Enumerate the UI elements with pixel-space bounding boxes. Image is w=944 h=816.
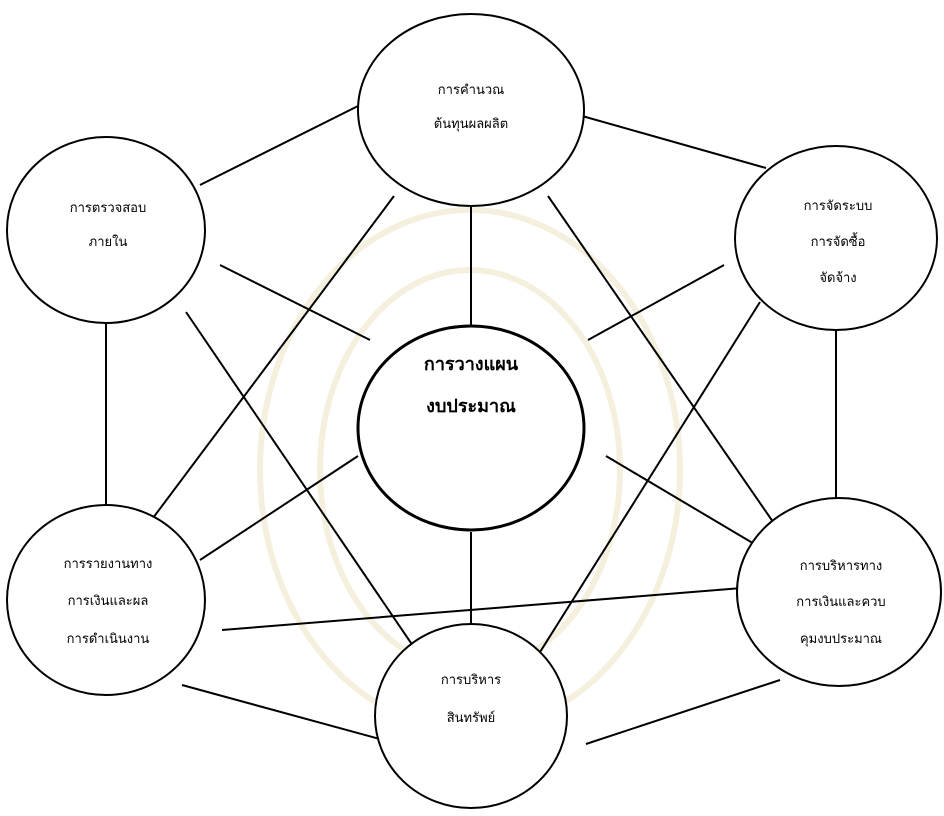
node-asset-management-line-2: สินทรัพย์: [447, 710, 496, 726]
node-budget-planning-line-1: การวางแผน: [424, 354, 519, 375]
node-internal-audit-line-1: การตรวจสอบ: [70, 201, 147, 216]
node-procurement-line-3: จัดจ้าง: [819, 271, 856, 286]
edge-cost-procurement: [568, 112, 766, 168]
node-internal-audit-circle: [7, 137, 205, 323]
node-asset-management: การบริหาร สินทรัพย์: [375, 624, 567, 808]
node-procurement-line-1: การจัดระบบ: [804, 199, 873, 214]
node-financial-reporting-line-2: การเงินและผล: [68, 594, 149, 609]
edge-audit-cost: [200, 100, 370, 185]
node-financial-reporting-line-1: การรายงานทาง: [64, 557, 153, 572]
node-procurement: การจัดระบบ การจัดซื้อ จัดจ้าง: [735, 146, 937, 330]
node-financial-management-line-1: การบริหารทาง: [800, 559, 882, 574]
node-cost-calculation-circle: [358, 14, 584, 206]
node-financial-management-circle: [737, 498, 941, 686]
node-cost-calculation-line-1: การคำนวณ: [438, 83, 504, 98]
node-budget-planning-line-2: งบประมาณ: [426, 396, 516, 417]
node-financial-reporting-line-3: การดำเนินงาน: [67, 632, 150, 647]
node-asset-management-line-1: การบริหาร: [441, 673, 501, 688]
node-internal-audit-line-2: ภายใน: [89, 234, 128, 250]
node-budget-planning-center: การวางแผน งบประมาณ: [358, 326, 584, 530]
node-financial-reporting: การรายงานทาง การเงินและผล การดำเนินงาน: [7, 505, 205, 695]
edge-reporting-center: [200, 456, 358, 560]
edge-assets-finance: [586, 680, 780, 744]
node-cost-calculation-line-2: ต้นทุนผลผลิต: [434, 117, 508, 132]
node-internal-audit: การตรวจสอบ ภายใน: [7, 137, 205, 323]
node-procurement-line-2: การจัดซื้อ: [811, 232, 866, 250]
node-financial-management: การบริหารทาง การเงินและควบ คุมงบประมาณ: [737, 498, 941, 686]
node-financial-management-line-2: การเงินและควบ: [796, 595, 885, 610]
node-financial-management-line-3: คุมงบประมาณ: [800, 632, 882, 647]
node-cost-calculation: การคำนวณ ต้นทุนผลผลิต: [358, 14, 584, 206]
